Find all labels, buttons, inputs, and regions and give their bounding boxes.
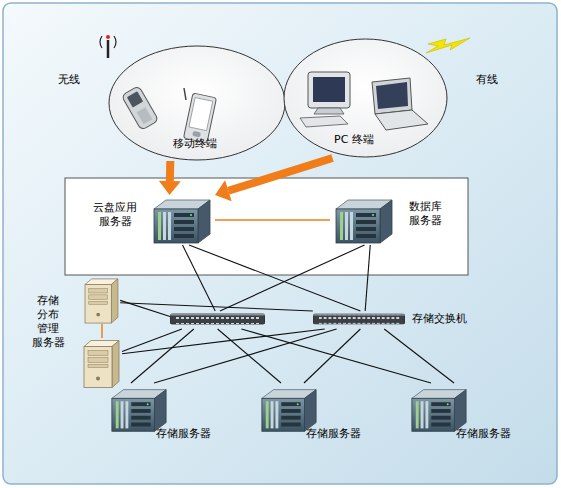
connector xyxy=(159,161,181,195)
app-server-icon xyxy=(154,200,210,243)
connector xyxy=(241,329,431,383)
connector xyxy=(384,329,454,383)
tower-server-icon xyxy=(84,341,119,388)
node-label: 存储服务器 xyxy=(456,427,522,441)
node-label: 存储 分布 管理 服务器 xyxy=(28,294,68,350)
connector xyxy=(154,329,337,383)
tower-link xyxy=(101,324,103,338)
storage-server: 存储服务器 xyxy=(258,383,373,445)
terminal-ellipse: PC 终端 xyxy=(283,38,448,158)
antenna-tip xyxy=(106,35,110,39)
connector-line xyxy=(183,245,216,311)
connector-line xyxy=(166,161,174,181)
connector xyxy=(183,245,216,311)
server-node: 数据库 服务器 xyxy=(330,195,445,245)
connector-line xyxy=(154,329,337,383)
connector-line xyxy=(120,303,313,311)
arrow-head xyxy=(215,180,232,201)
connector-line xyxy=(131,329,194,383)
connector-line xyxy=(304,329,360,383)
switch-group: 存储交换机 xyxy=(170,311,408,329)
storage-server: 存储服务器 xyxy=(408,383,523,445)
db-server-icon xyxy=(336,200,392,243)
connector-line xyxy=(365,245,370,311)
server-node: 云盘应用 服务器 xyxy=(85,195,215,245)
link-type-label: 有线 xyxy=(476,72,498,87)
connector-line xyxy=(215,219,330,221)
frame xyxy=(3,3,557,484)
server-group-box xyxy=(65,178,468,275)
connector xyxy=(215,158,333,201)
switch-icon xyxy=(170,314,265,324)
connector xyxy=(220,245,365,311)
connector-line xyxy=(241,329,431,383)
link-type-label: 无线 xyxy=(58,72,80,87)
connector xyxy=(131,329,194,383)
antenna-mast xyxy=(107,40,110,58)
connector xyxy=(215,220,330,221)
node-label: 移动终端 xyxy=(150,137,240,151)
storage-server-icon xyxy=(412,390,466,432)
connector-line xyxy=(384,329,454,383)
server-group: 存储 分布 管理 服务器 xyxy=(28,276,124,392)
node-label: 数据库 服务器 xyxy=(404,200,446,228)
ellipse-shape xyxy=(109,46,285,160)
lightning-symbol xyxy=(426,38,470,53)
connector-line xyxy=(189,245,360,311)
node-label: 存储交换机 xyxy=(412,312,482,326)
connector-line xyxy=(220,245,365,311)
node-label: PC 终端 xyxy=(319,133,389,147)
switch-icon xyxy=(313,314,405,324)
terminal-ellipse: 移动终端 xyxy=(108,45,286,161)
node-label: 存储服务器 xyxy=(306,427,372,441)
storage-server: 存储服务器 xyxy=(108,383,223,445)
connector xyxy=(365,245,370,311)
connector xyxy=(304,329,360,383)
antenna-waves xyxy=(100,36,116,48)
node-label: 云盘应用 服务器 xyxy=(85,201,145,229)
antenna-symbol xyxy=(100,35,116,58)
node-label: 存储服务器 xyxy=(156,427,222,441)
tower-server-icon xyxy=(85,279,118,323)
connector xyxy=(120,303,313,311)
connector xyxy=(189,245,360,311)
connector-line xyxy=(228,158,332,191)
storage-server-icon xyxy=(112,390,166,432)
ellipse-shape xyxy=(284,39,447,157)
arrow-head xyxy=(159,181,181,195)
storage-server-icon xyxy=(262,390,316,432)
